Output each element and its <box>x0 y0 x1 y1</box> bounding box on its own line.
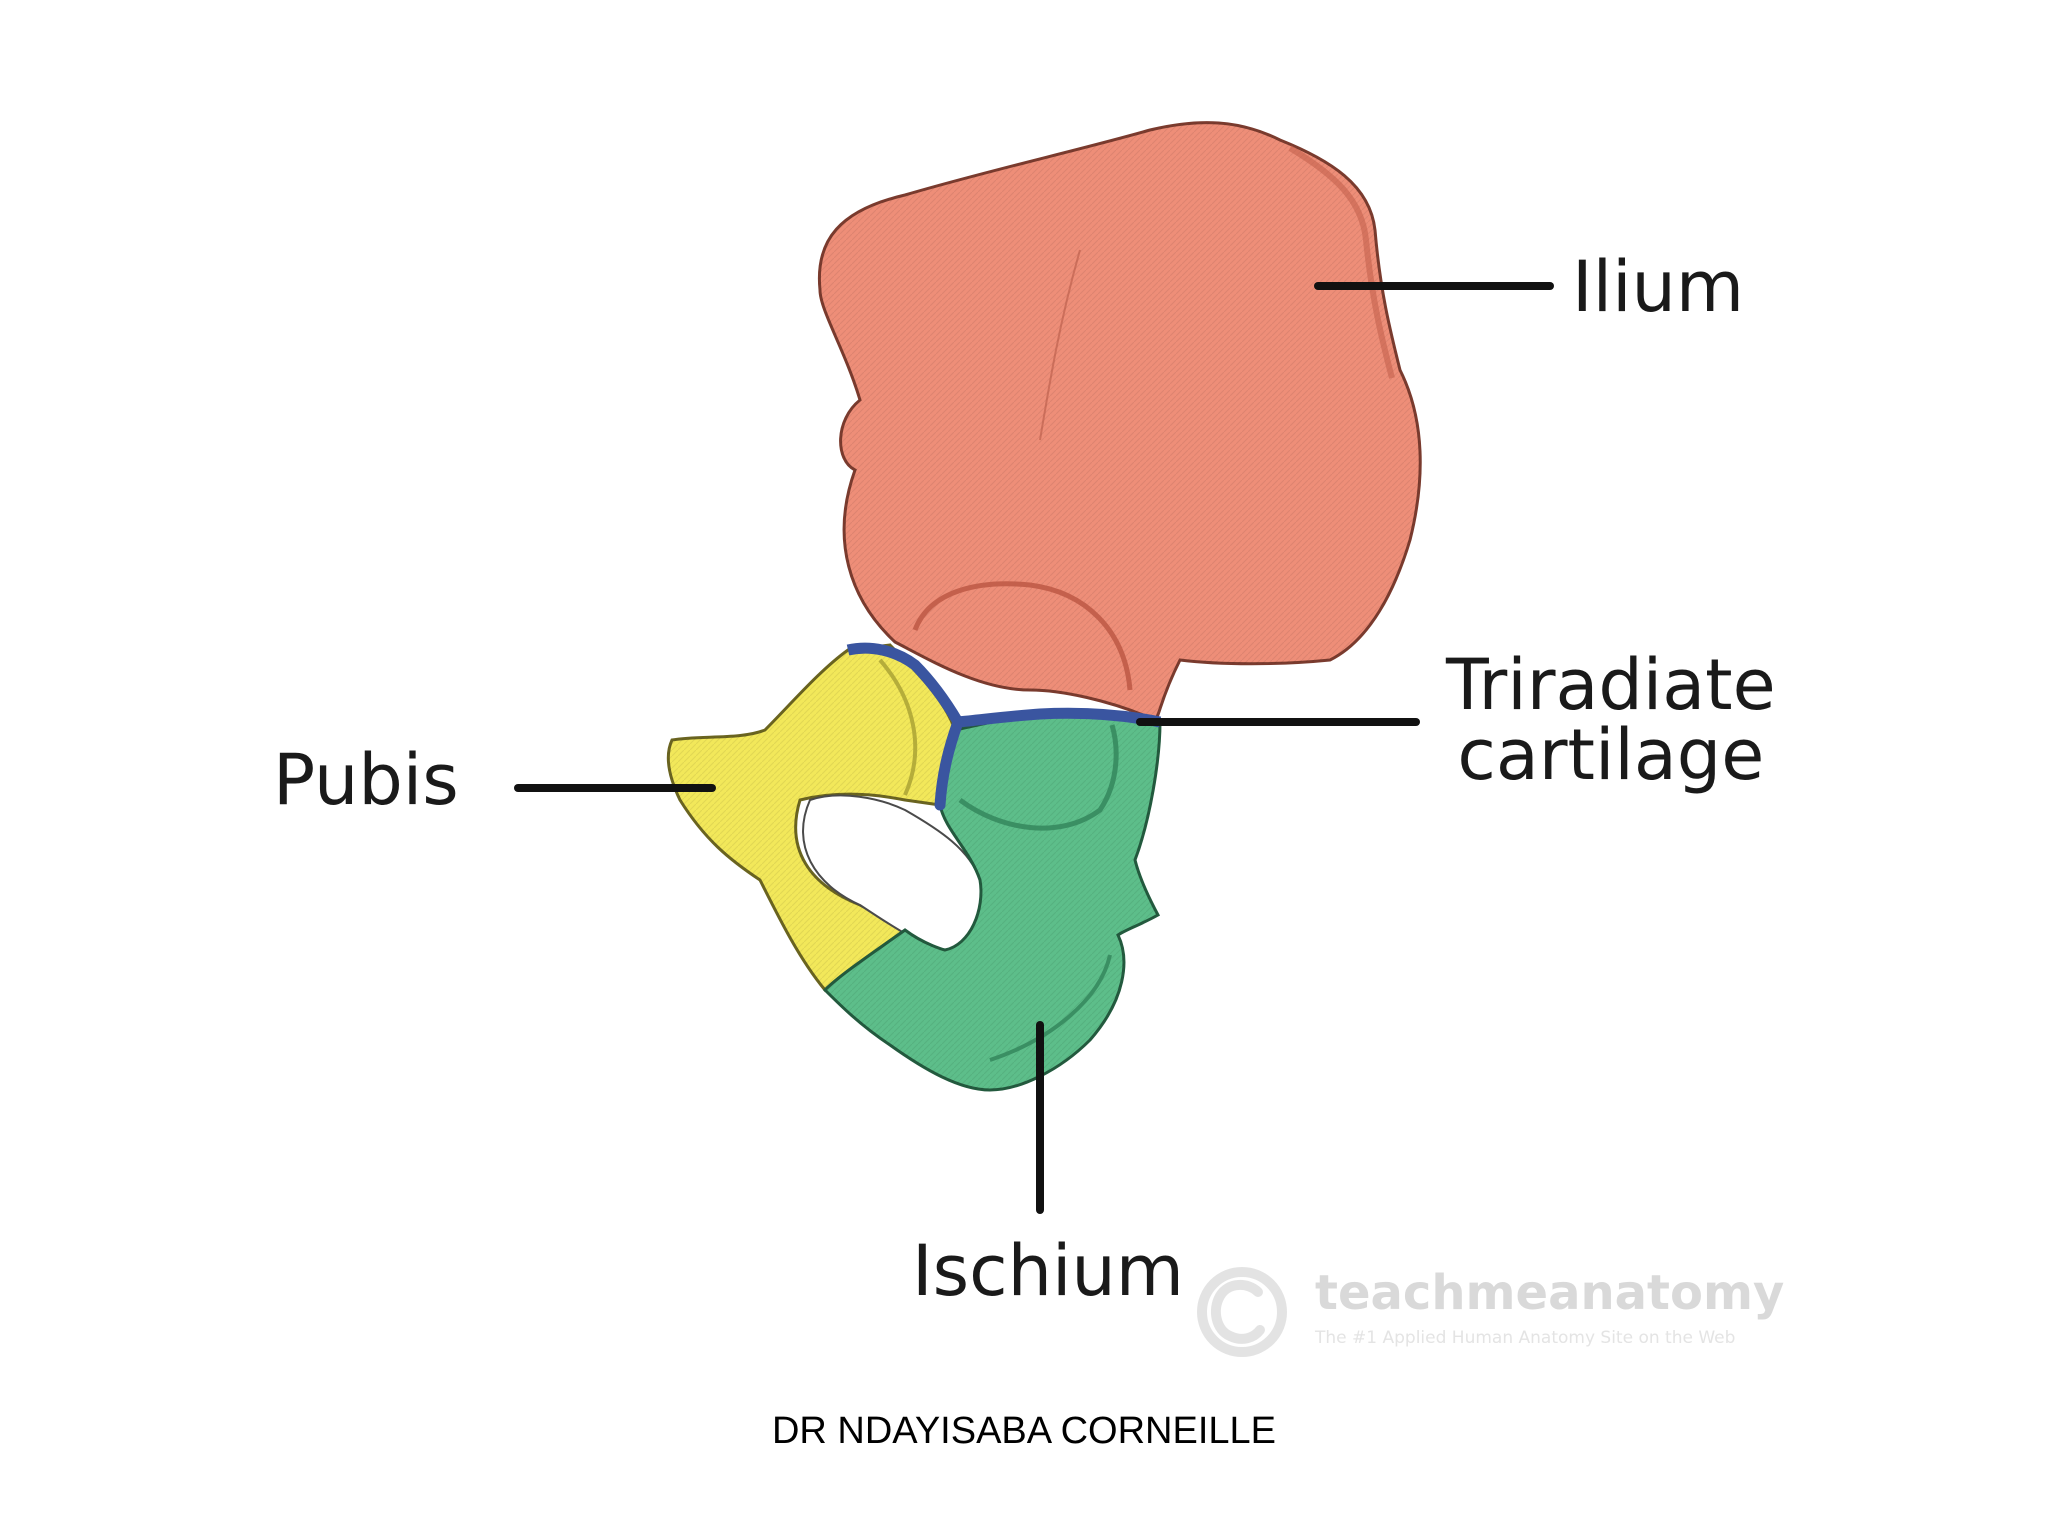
author-credit: DR NDAYISABA CORNEILLE <box>771 1410 1276 1452</box>
watermark-brand: teachmeanatomy <box>1315 1265 1785 1321</box>
watermark-tagline: The #1 Applied Human Anatomy Site on the… <box>1315 1328 1736 1348</box>
triradiate-cartilage <box>846 642 1162 811</box>
ilium-label: Ilium <box>1572 246 1745 328</box>
triradiate-label-line1: Triradiate <box>1446 644 1776 726</box>
ilium-region <box>817 121 1422 722</box>
ischium-region <box>822 714 1162 1092</box>
pubis-label: Pubis <box>273 739 459 821</box>
ischium-label: Ischium <box>912 1230 1184 1312</box>
triradiate-cartilage-label: Triradiate cartilage <box>1446 650 1776 790</box>
triradiate-label-line2: cartilage <box>1457 714 1765 796</box>
copyright-icon <box>1197 1267 1287 1357</box>
leader-lines <box>514 282 1554 1214</box>
